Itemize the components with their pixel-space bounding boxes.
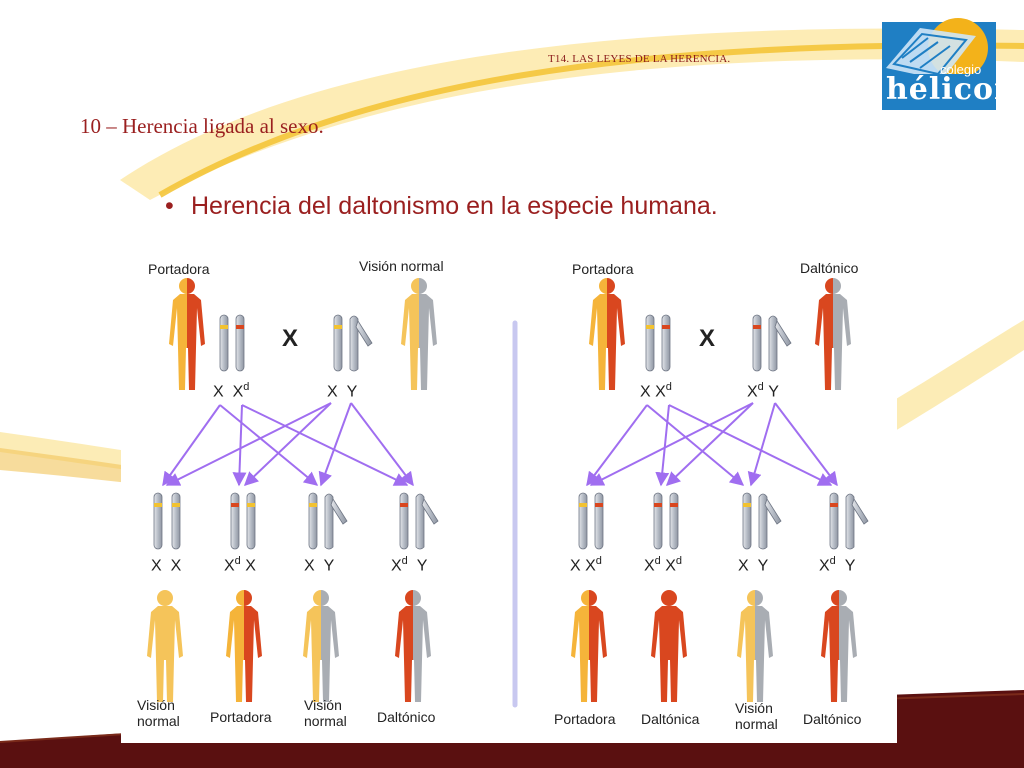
right-mother-figure	[589, 278, 625, 390]
right-father-chromosomes	[752, 314, 792, 372]
left-child-2-label: Portadora	[210, 709, 272, 725]
left-father-figure	[401, 278, 437, 390]
right-child-1-figure	[571, 590, 607, 702]
right-child-2-label: Daltónica	[641, 711, 700, 727]
left-mother-figure	[169, 278, 205, 390]
left-father-chromosomes	[333, 314, 373, 372]
left-child-4-label: Daltónico	[377, 709, 436, 725]
left-children-chromosomes	[153, 492, 439, 550]
left-father-label: Visión normal	[359, 258, 444, 274]
left-child-4-genotype: Xd Y	[391, 555, 428, 575]
bullet-dot: •	[165, 192, 174, 220]
left-cross-symbol: X	[282, 325, 299, 352]
right-child-3-genotype: X Y	[738, 557, 769, 575]
left-child-2-genotype: Xd X	[224, 555, 256, 575]
logo-text-large: hélicon	[886, 72, 1017, 107]
right-child-2-genotype: Xd Xd	[644, 555, 683, 575]
right-mother-chromosomes	[645, 314, 671, 372]
slide-title: 10 – Herencia ligada al sexo.	[80, 114, 324, 138]
diagram-graphics	[147, 278, 869, 708]
left-child-1-genotype: X X	[151, 557, 182, 575]
right-child-1-label: Portadora	[554, 711, 616, 727]
right-child-3-figure	[737, 590, 773, 702]
right-children-chromosomes	[578, 492, 869, 550]
inheritance-diagram: Portadora Visión normal X X Xd X Y X X X…	[121, 245, 897, 743]
right-cross-symbol: X	[699, 325, 716, 352]
right-child-4-genotype: Xd Y	[819, 555, 856, 575]
right-child-4-figure	[821, 590, 857, 702]
right-child-1-genotype: X Xd	[570, 555, 602, 575]
left-mother-label: Portadora	[148, 261, 210, 277]
left-mother-genotype: X Xd	[213, 381, 250, 401]
logo-text-small: colegio	[940, 62, 982, 77]
left-child-2-figure	[226, 590, 262, 702]
left-father-genotype: X Y	[327, 383, 358, 401]
left-mother-chromosomes	[219, 314, 245, 372]
left-child-3-figure	[303, 590, 339, 702]
left-cross-arrows	[162, 402, 414, 487]
right-father-genotype: Xd Y	[747, 381, 779, 401]
left-child-3-genotype: X Y	[304, 557, 335, 575]
left-child-1-figure	[147, 590, 183, 702]
right-cross-arrows	[586, 402, 838, 487]
bullet-item: • Herencia del daltonismo en la especie h…	[165, 192, 718, 221]
right-father-label: Daltónico	[800, 260, 859, 276]
right-child-4-label: Daltónico	[803, 711, 862, 727]
course-header: T14. LAS LEYES DE LA HERENCIA.	[548, 53, 731, 65]
bullet-text: Herencia del daltonismo en la especie hu…	[191, 192, 718, 220]
right-child-2-figure	[651, 590, 687, 702]
right-father-figure	[815, 278, 851, 390]
right-mother-label: Portadora	[572, 261, 634, 277]
school-logo: colegio hélicon	[880, 18, 1016, 112]
right-mother-genotype: X Xd	[640, 381, 672, 401]
left-child-4-figure	[395, 590, 431, 702]
